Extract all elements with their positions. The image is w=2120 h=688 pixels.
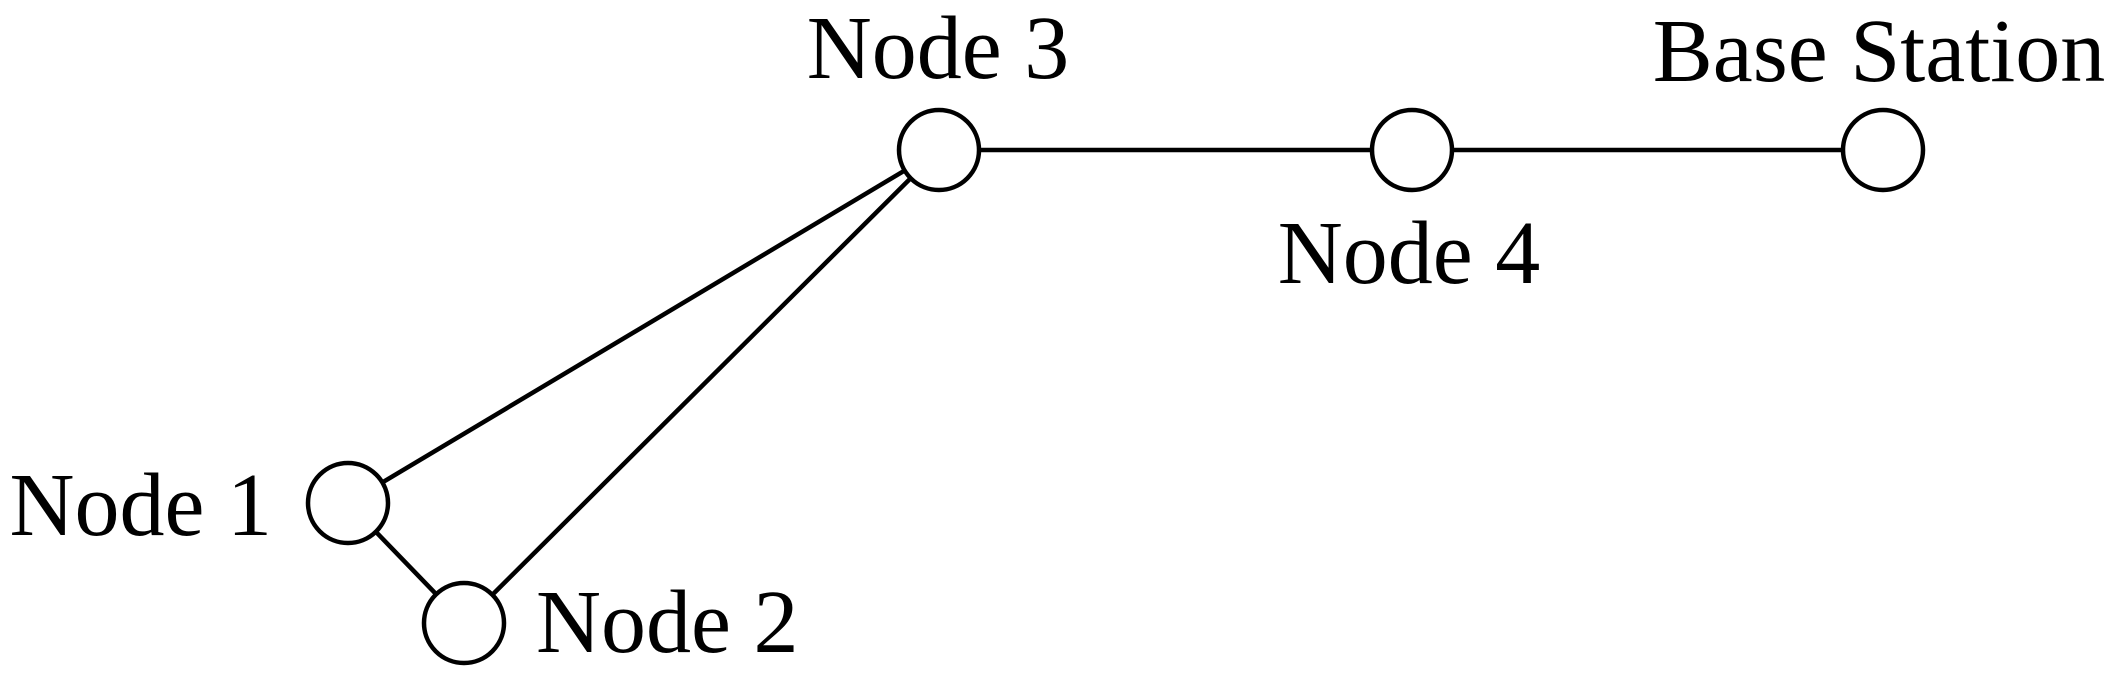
node-label-base: Base Station	[1653, 2, 2105, 101]
node-label-node3: Node 3	[807, 0, 1069, 98]
node-circle-node3	[896, 107, 982, 193]
node-circle-base	[1840, 107, 1926, 193]
labels-layer: Node 1 Node 2 Node 3 Node 4 Base Station	[10, 0, 2106, 672]
node-label-node2: Node 2	[536, 573, 798, 672]
node-circle-node2	[421, 580, 507, 666]
nodes-layer	[305, 107, 1926, 666]
edges-layer	[346, 147, 1883, 625]
node-circle-node1	[305, 460, 391, 546]
edge-node1-node3	[346, 148, 941, 505]
edge-node2-node3	[462, 148, 941, 625]
node-circle-node4	[1369, 107, 1455, 193]
node-label-node1: Node 1	[10, 456, 272, 555]
node-label-node4: Node 4	[1278, 204, 1540, 303]
